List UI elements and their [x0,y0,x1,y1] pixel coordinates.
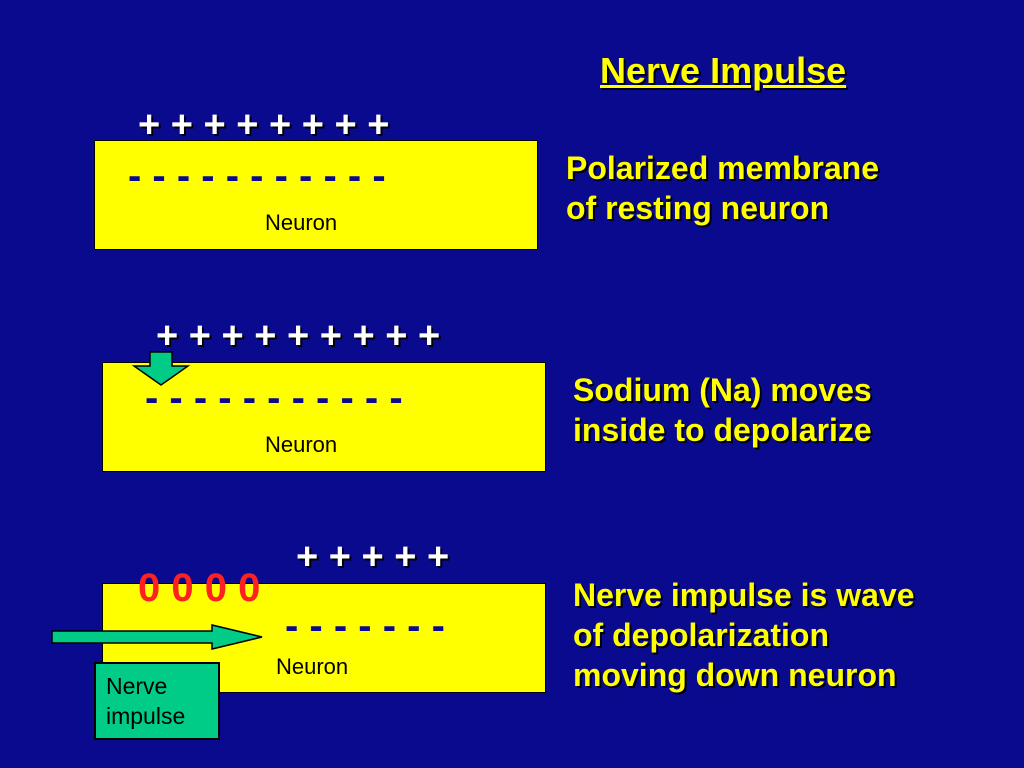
panel1-positive-charges: + + + + + + + + [138,104,390,146]
panel2-description-line2: inside to depolarize [573,412,872,448]
panel3-neuron-label: Neuron [276,654,349,679]
panel3-depolarized-zeros: 0 0 0 0 [138,566,261,610]
panel1-neuron [94,140,538,250]
panel3-positive-charges: + + + + + [296,536,450,578]
panel3-description-line3: moving down neuron [573,657,897,693]
nerve-impulse-label: Nerve impulse [94,662,220,740]
panel2-neuron [102,362,546,472]
sodium-down-arrow-icon [131,351,191,386]
nerve-impulse-line2: impulse [106,703,186,729]
panel3-description-line2: of depolarization [573,617,829,653]
panel1-negative-charges: - - - - - - - - - - - [128,154,386,198]
panel1-description-line1: Polarized membrane [566,150,879,186]
panel2-description-line1: Sodium (Na) moves [573,372,872,408]
panel3-description-line1: Nerve impulse is wave [573,577,915,613]
slide-title: Nerve Impulse [600,50,847,91]
nerve-impulse-line1: Nerve [106,673,168,699]
panel3-description: Nerve impulse is wave of depolarization … [573,575,915,695]
panel2-description: Sodium (Na) moves inside to depolarize [573,370,872,450]
panel1-description: Polarized membrane of resting neuron [566,148,879,228]
impulse-right-arrow-icon [51,624,263,650]
panel1-neuron-label: Neuron [265,210,338,235]
panel1-description-line2: of resting neuron [566,190,830,226]
panel2-positive-charges: + + + + + + + + + [156,315,441,357]
panel2-negative-charges: - - - - - - - - - - - [145,376,403,420]
panel2-neuron-label: Neuron [265,432,338,457]
panel3-negative-charges: - - - - - - - [285,604,445,648]
